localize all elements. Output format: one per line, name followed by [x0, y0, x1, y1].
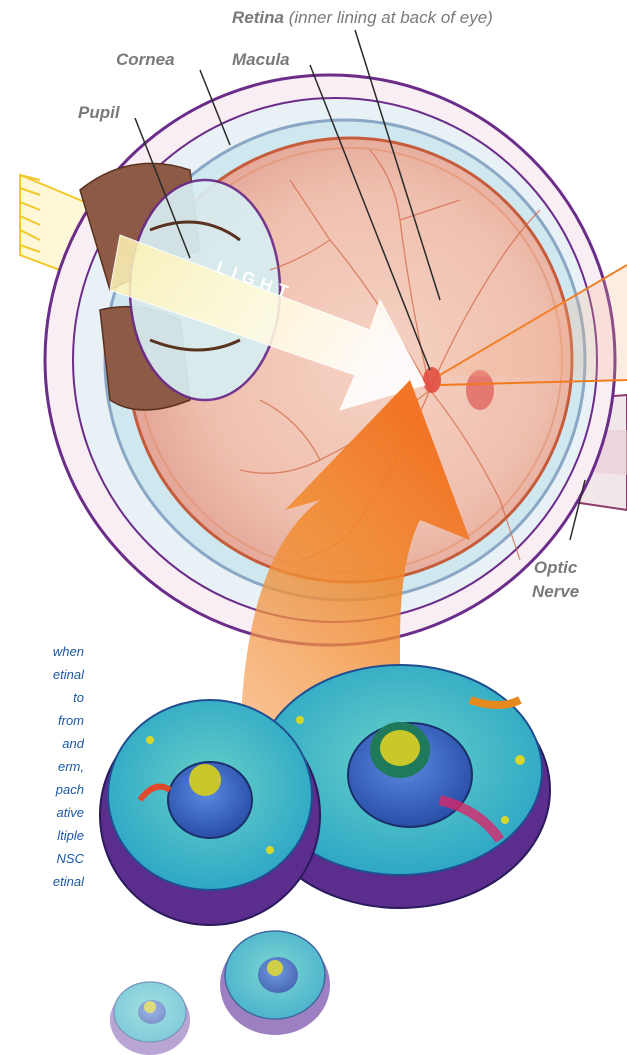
retina-name: Retina [232, 8, 284, 27]
optic-nerve-label: Optic Nerve [532, 556, 579, 604]
pupil-label: Pupil [78, 103, 120, 123]
side-caption-text: when etinal to from and erm, pach ative … [0, 640, 84, 893]
retina-description: (inner lining at back of eye) [289, 8, 493, 27]
optic-nerve-label-line2: Nerve [532, 580, 579, 604]
stem-cell-large-left [100, 700, 320, 925]
stem-cell-small-left [110, 982, 190, 1055]
cornea-label: Cornea [116, 50, 175, 70]
retina-label: Retina (inner lining at back of eye) [232, 8, 493, 28]
macula-label: Macula [232, 50, 290, 70]
stem-cell-small-middle [220, 931, 330, 1035]
optic-nerve-label-line1: Optic [532, 556, 579, 580]
